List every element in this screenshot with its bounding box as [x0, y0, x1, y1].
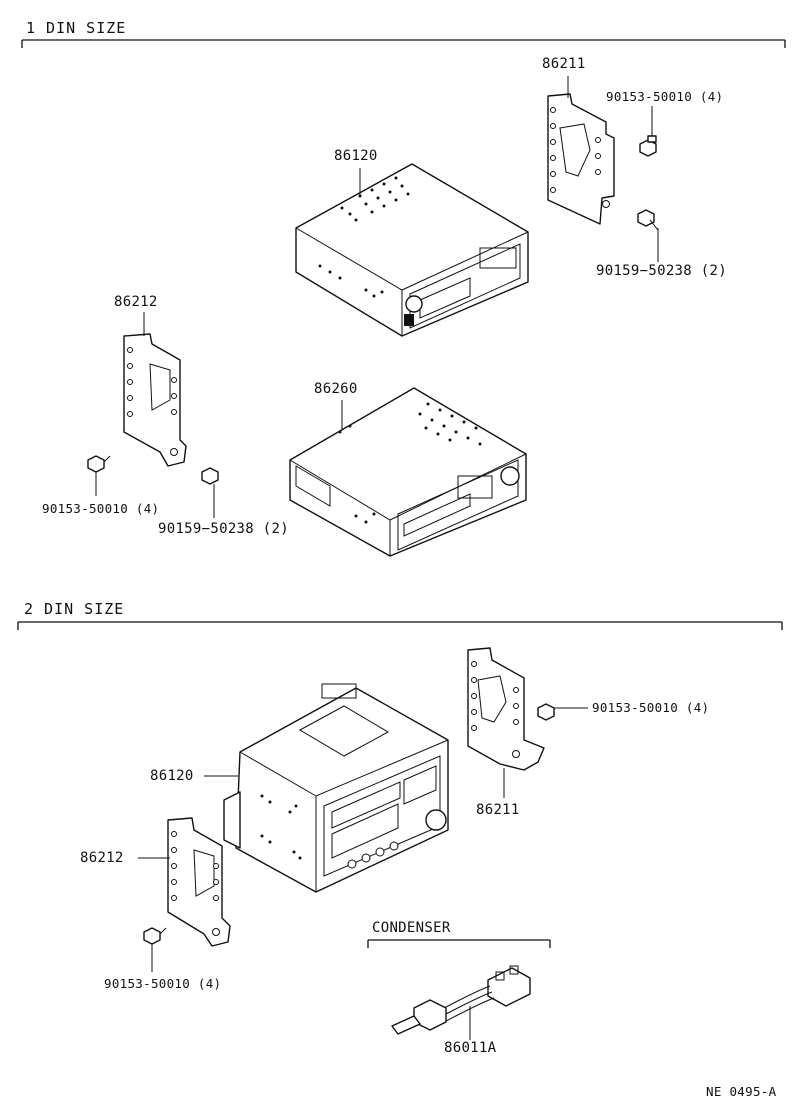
screw-90159-1din-left [201, 467, 219, 518]
condenser-86011A [391, 965, 531, 1040]
bolt-90153-1din-right [639, 106, 657, 157]
label-90159-1din-right: 90159−50238 (2) [596, 263, 727, 279]
cassette-unit-86260-1din [289, 387, 527, 557]
screw-90159-1din-right [637, 209, 659, 262]
section-divider-2din [17, 621, 783, 630]
label-86260-1din: 86260 [314, 381, 358, 397]
bracket-86211-1din [547, 93, 615, 225]
label-90153-2din-left: 90153-50010 (4) [104, 976, 222, 991]
label-86120-2din: 86120 [150, 768, 194, 784]
figure-code: NE 0495-A [706, 1084, 777, 1099]
bracket-86212-2din [167, 817, 231, 947]
bracket-86211-2din [467, 647, 545, 771]
condenser-bracket-line [367, 939, 551, 948]
label-86212-2din: 86212 [80, 850, 124, 866]
label-90153-1din-left: 90153-50010 (4) [42, 501, 160, 516]
condenser-title: CONDENSER [372, 920, 451, 936]
bracket-86212-1din [123, 333, 187, 467]
bolt-90153-1din-left [87, 455, 111, 496]
section-title-1din: 1 DIN SIZE [26, 19, 127, 37]
label-90153-2din-right: 90153-50010 (4) [592, 700, 710, 715]
label-90153-1din-right: 90153-50010 (4) [606, 89, 724, 104]
label-86120-1din: 86120 [334, 148, 378, 164]
radio-unit-86120-2din [223, 683, 449, 893]
label-86211-1din: 86211 [542, 56, 586, 72]
bolt-90153-2din-left [143, 927, 167, 972]
label-86211-2din: 86211 [476, 802, 520, 818]
section-title-2din: 2 DIN SIZE [24, 600, 125, 618]
bolt-90153-2din-right [537, 703, 588, 721]
label-90159-1din-left: 90159−50238 (2) [158, 521, 289, 537]
section-divider-1din [21, 39, 786, 48]
radio-unit-86120-1din [295, 163, 529, 337]
label-86212-1din: 86212 [114, 294, 158, 310]
label-86011A: 86011A [444, 1040, 497, 1056]
